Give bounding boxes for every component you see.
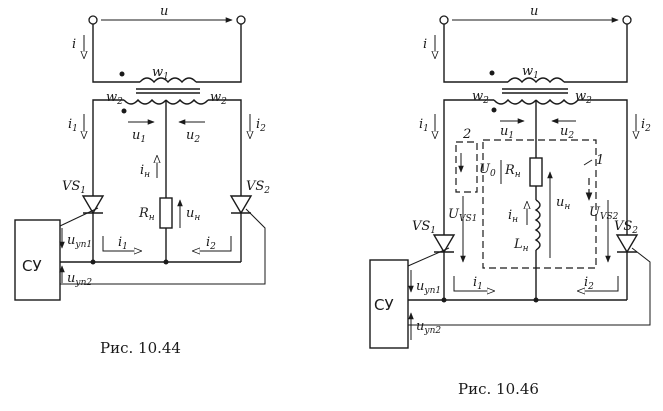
primary-dot: [119, 71, 125, 77]
input-terminal-right-46: [622, 15, 632, 25]
in-label-46: iн: [508, 208, 518, 225]
uyp2-label-46: uуп2: [416, 319, 441, 336]
i1-label: i1: [68, 117, 78, 134]
w2-left-label: w2: [106, 90, 123, 107]
load-resistor-46: [529, 157, 543, 187]
uvs1-label-46: UVS1: [448, 207, 477, 224]
u-label: u: [160, 4, 168, 19]
vs1-label-46: VS1: [412, 219, 436, 236]
u1-label: u1: [132, 128, 146, 145]
uyp1-label: uуп1: [67, 233, 92, 250]
u1-label-46: u1: [500, 124, 514, 141]
i2-label: i2: [256, 117, 266, 134]
primary-wire-right: [196, 24, 242, 83]
i-label: i: [72, 37, 76, 52]
u2-label: u2: [186, 128, 200, 145]
rn-label-46: Rн: [504, 163, 521, 180]
secondary-winding-2: [165, 98, 209, 105]
load-resistor: [159, 197, 173, 229]
i-label-46: i: [423, 37, 427, 52]
i1-loop-label-46: i1: [473, 275, 483, 292]
load-inductor-46: [534, 199, 541, 251]
in-label: iн: [140, 163, 150, 180]
w2-left-label-46: w2: [472, 89, 489, 106]
input-terminal-left-46: [439, 15, 449, 25]
i2-loop-arrow: [193, 236, 232, 251]
caption-10-44: Рис. 10.44: [100, 339, 181, 357]
uyp2-label: uуп2: [67, 271, 92, 288]
secondary-wire-left: [92, 99, 124, 196]
primary-winding: [139, 77, 197, 84]
un-label: uн: [186, 206, 200, 223]
secondary-wire-right: [208, 99, 242, 196]
cu-label: СУ: [22, 257, 42, 275]
i1-loop-label: i1: [118, 235, 128, 252]
primary-wire-left: [92, 24, 140, 83]
un-label-46: uн: [556, 195, 570, 212]
i2-label-46: i2: [641, 117, 651, 134]
dashed-contour-2: [455, 141, 478, 193]
contour-2-label: 2: [462, 127, 471, 142]
secondary-winding-2-46: [535, 98, 579, 105]
control-system-box: [14, 219, 61, 301]
thyristor-vs1-46: [432, 234, 456, 254]
i2-loop-label-46: i2: [584, 275, 594, 292]
cu-label-46: СУ: [374, 296, 394, 314]
vs2-label-46: VS2: [614, 219, 638, 236]
input-terminal-left: [88, 15, 98, 25]
u-label-46: u: [530, 4, 538, 19]
w1-label-46: w1: [522, 64, 539, 81]
figure-10-46: u i w1 w2 w2 u1 u2 i1 i2 1: [369, 4, 651, 398]
i2-loop-label: i2: [206, 235, 216, 252]
w2-right-label-46: w2: [575, 89, 592, 106]
secondary-dot: [121, 108, 127, 114]
uyp1-label-46: uуп1: [416, 279, 441, 296]
contour-1-label: 1: [596, 153, 604, 168]
thyristor-vs2-46: [615, 234, 639, 254]
control-system-box-46: [369, 259, 409, 349]
secondary-winding-1: [123, 98, 167, 105]
i1-loop-arrow: [102, 236, 141, 251]
vs2-label: VS2: [246, 179, 270, 196]
dashed-contour-1: [482, 139, 597, 269]
thyristor-vs1: [81, 195, 105, 215]
i1-label-46: i1: [419, 117, 429, 134]
rn-label: Rн: [138, 206, 155, 223]
figure-10-44: u i w1 w2 w2 u1 u2 i1 i2 iн: [14, 4, 270, 357]
uvs2-label-46: UVS2: [589, 205, 619, 222]
primary-winding-46: [507, 77, 565, 84]
ln-label-46: Lн: [513, 237, 529, 254]
caption-10-46: Рис. 10.46: [458, 380, 539, 398]
secondary-winding-1-46: [493, 98, 537, 105]
u0-label-46: U0: [479, 162, 496, 179]
vs1-label: VS1: [62, 179, 86, 196]
u2-label-46: u2: [560, 124, 574, 141]
w1-label: w1: [152, 65, 169, 82]
input-terminal-right: [236, 15, 246, 25]
w2-right-label: w2: [210, 90, 227, 107]
thyristor-vs2: [229, 195, 253, 215]
